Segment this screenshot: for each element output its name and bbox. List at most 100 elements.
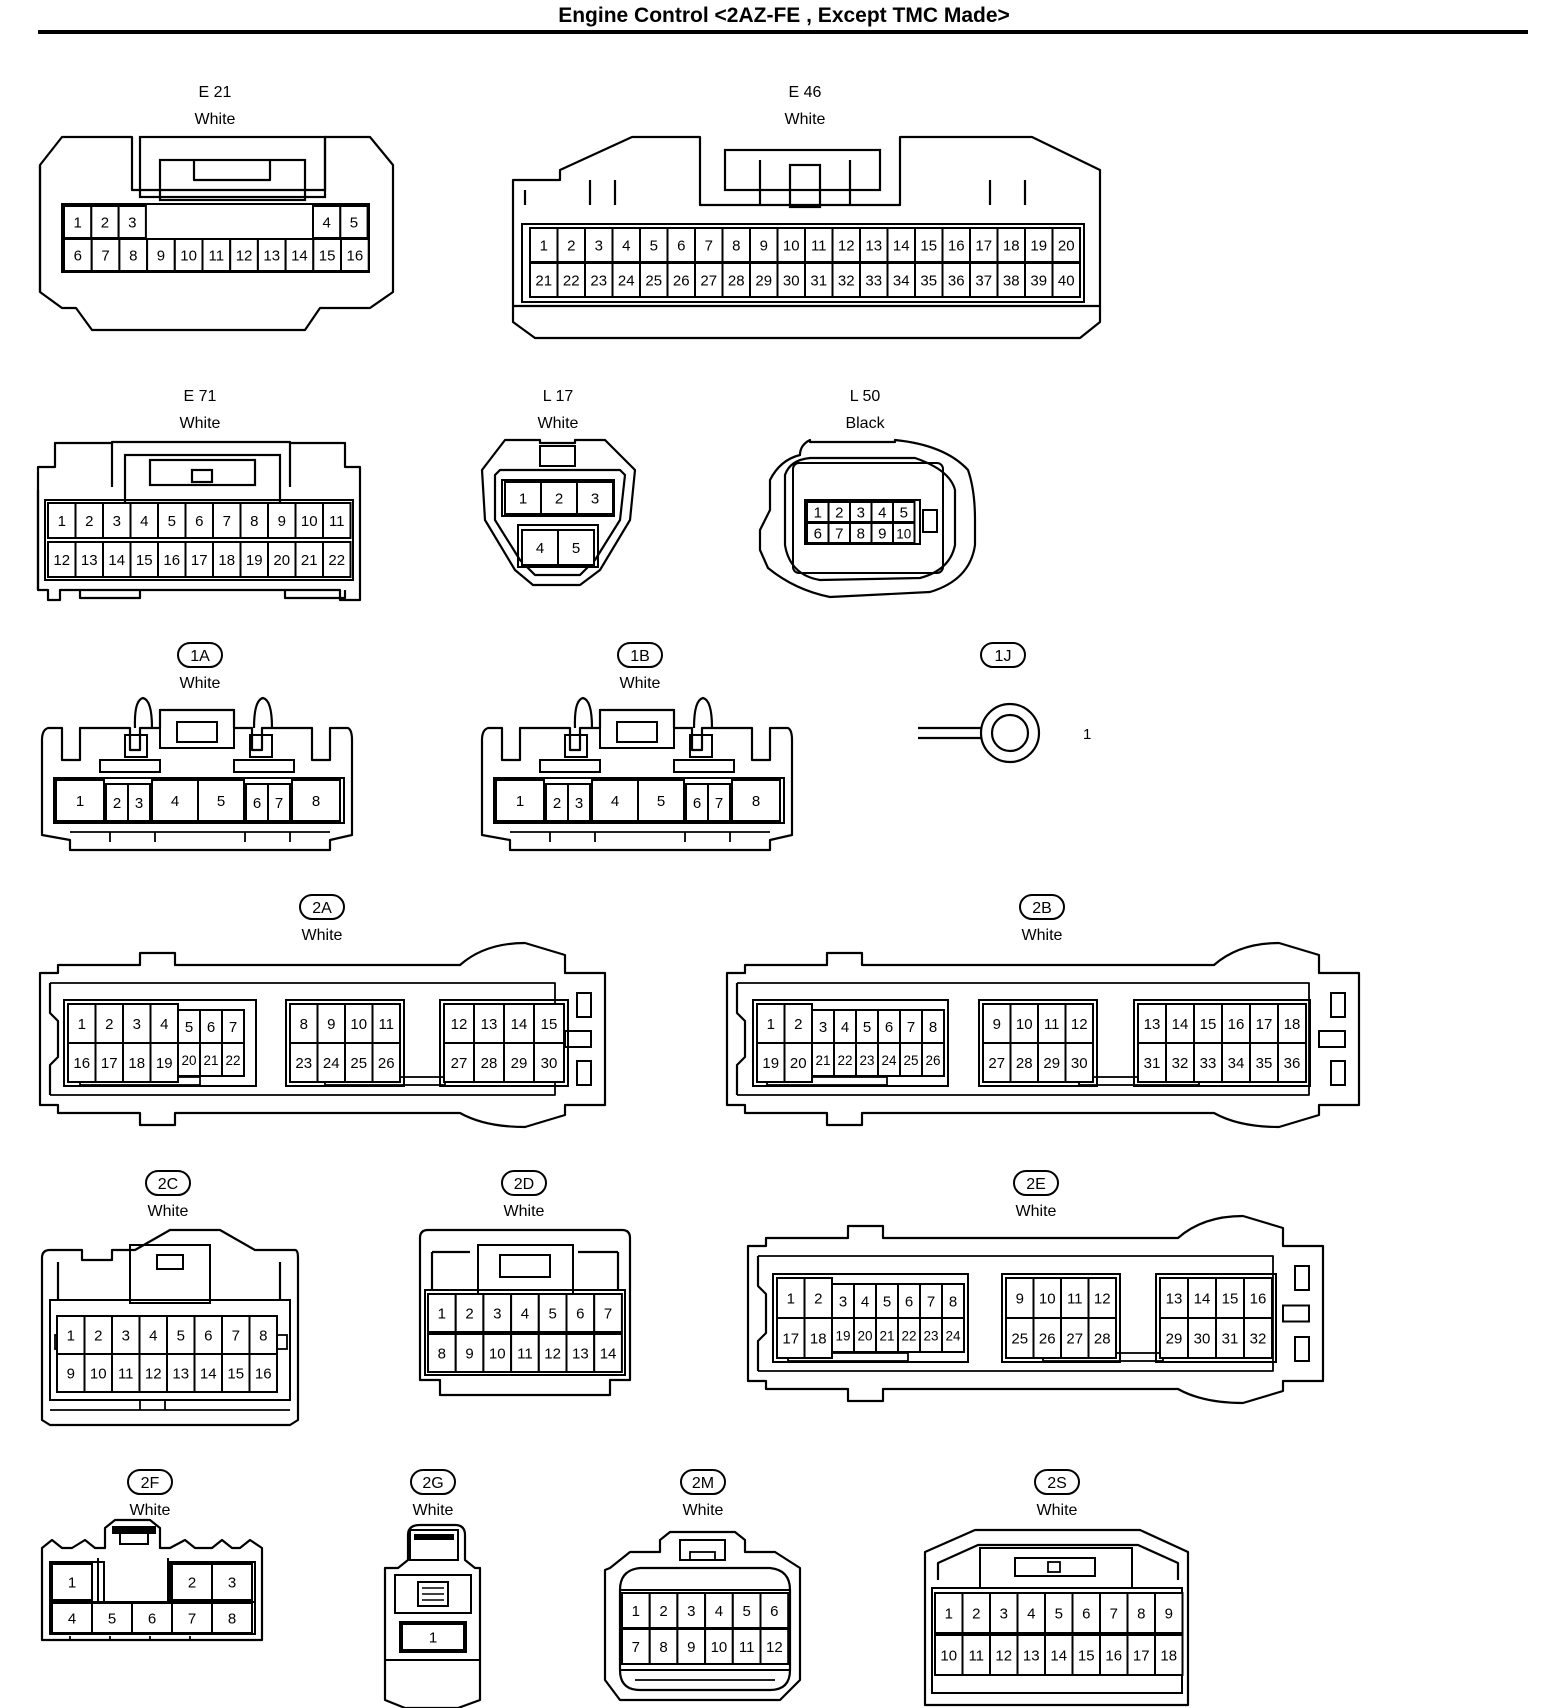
pin-number: 31 — [1222, 1331, 1239, 1348]
pin-number: 13 — [81, 552, 98, 569]
pin-number: 4 — [1027, 1606, 1035, 1623]
pin-number: 6 — [770, 1603, 778, 1620]
pin-cavity — [1005, 1317, 1035, 1359]
pin-number: 1 — [438, 1306, 446, 1323]
pin-cavity — [473, 1003, 505, 1044]
pin-number: 8 — [949, 1294, 957, 1311]
connector-code: 2B — [1032, 900, 1052, 917]
pin-number: 14 — [893, 238, 910, 255]
pin-cavity — [229, 238, 259, 272]
pin-number: 12 — [53, 552, 70, 569]
pin-cavity — [1009, 1003, 1039, 1044]
pin-number: 22 — [901, 1329, 916, 1344]
pin-number: 23 — [590, 273, 607, 290]
pin-number: 31 — [810, 273, 827, 290]
pin-cavity — [171, 1602, 213, 1634]
connector-code: 1A — [190, 648, 210, 665]
pin-number: 5 — [883, 1294, 891, 1311]
pin-number: 25 — [1011, 1331, 1028, 1348]
pin-number: 13 — [1166, 1291, 1183, 1308]
pin-cavity — [1044, 1592, 1074, 1634]
connector-color: White — [620, 675, 661, 692]
connector-code: 2A — [312, 900, 332, 917]
connector-code: 2F — [141, 1475, 160, 1492]
pin-cavity — [783, 1003, 813, 1044]
pin-cavity — [1243, 1317, 1273, 1359]
pin-cavity — [941, 1317, 965, 1353]
pin-number: 11 — [739, 1639, 755, 1656]
pin-cavity — [886, 227, 916, 263]
pin-number: 32 — [1172, 1055, 1189, 1072]
pin-cavity — [533, 1042, 565, 1083]
pin-cavity — [1277, 1042, 1307, 1083]
pin-number: 1 — [58, 513, 66, 530]
pin-cavity — [804, 227, 834, 263]
pin-number: 9 — [1165, 1606, 1173, 1623]
pin-cavity — [102, 541, 132, 578]
pin-cavity — [322, 502, 352, 539]
pin-number: 8 — [752, 793, 760, 810]
pin-cavity — [803, 1277, 833, 1319]
pin-cavity — [294, 502, 324, 539]
pin-cavity — [131, 1602, 173, 1634]
pin-cavity — [495, 779, 545, 822]
pin-number: 4 — [878, 505, 886, 522]
pin-number: 2 — [794, 1016, 802, 1033]
pin-cavity — [1126, 1592, 1156, 1634]
pin-number: 8 — [228, 1611, 236, 1628]
pin-cavity — [55, 779, 105, 822]
code-oval — [1034, 1469, 1080, 1495]
pin-number: 7 — [101, 248, 109, 265]
pin-number: 7 — [223, 513, 231, 530]
pin-number: 3 — [819, 1019, 827, 1036]
pin-number: 16 — [1250, 1291, 1267, 1308]
code-oval — [127, 1469, 173, 1495]
pin-number: 11 — [378, 1016, 394, 1033]
connector-color: White — [195, 111, 236, 128]
pin-number: 6 — [195, 513, 203, 530]
connector-code: 1B — [630, 648, 650, 665]
pin-cavity — [756, 1042, 786, 1083]
pin-number: 15 — [1200, 1016, 1217, 1033]
pin-cavity — [591, 779, 639, 822]
pin-number: 3 — [133, 1016, 141, 1033]
pin-number: 6 — [576, 1306, 584, 1323]
pin-number: 22 — [563, 273, 580, 290]
pin-number: 3 — [1000, 1606, 1008, 1623]
terminal-number: 1 — [1083, 726, 1091, 743]
pin-cavity — [934, 1634, 964, 1676]
pin-number: 8 — [438, 1346, 446, 1363]
pin-cavity — [521, 529, 559, 566]
pin-number: 10 — [783, 238, 800, 255]
pin-cavity — [473, 1042, 505, 1083]
pin-number: 17 — [782, 1331, 799, 1348]
pin-number: 3 — [575, 795, 583, 812]
connector-color: White — [130, 1502, 171, 1519]
pin-number: 18 — [128, 1055, 145, 1072]
pin-number: 29 — [755, 273, 772, 290]
pin-number: 13 — [865, 238, 882, 255]
pin-number: 1 — [814, 505, 822, 522]
pin-number: 7 — [632, 1639, 640, 1656]
pin-number: 16 — [73, 1055, 90, 1072]
pin-number: 4 — [861, 1294, 869, 1311]
connector-color: White — [1022, 927, 1063, 944]
code-oval — [145, 1170, 191, 1196]
pin-cavity — [193, 1353, 223, 1393]
pin-number: 15 — [136, 552, 153, 569]
pin-number: 6 — [207, 1019, 215, 1036]
connector-2A: 1162173184195206217228239241025112612271… — [38, 941, 607, 1129]
pin-number: 29 — [1043, 1055, 1060, 1072]
pin-number: 10 — [940, 1648, 957, 1665]
pin-cavity — [503, 1042, 535, 1083]
pin-number: 5 — [548, 1306, 556, 1323]
